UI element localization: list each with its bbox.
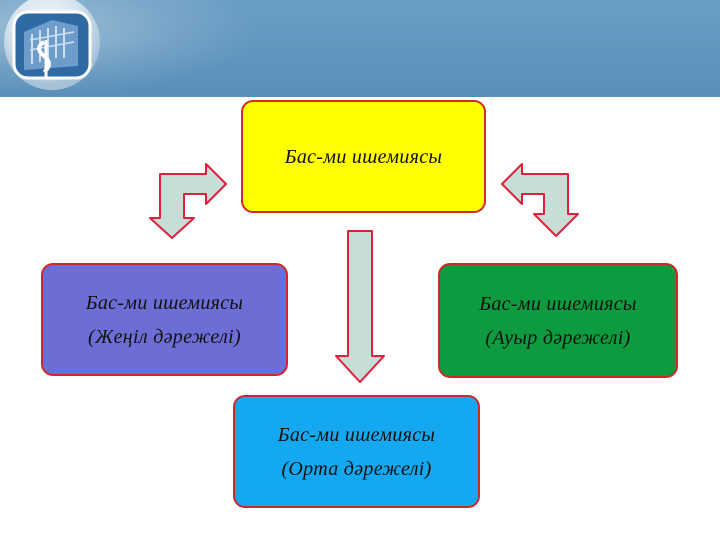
node-top-label: Бас-ми ишемиясы xyxy=(284,145,443,168)
node-right-sublabel: (Ауыр дәрежелі) xyxy=(485,326,631,349)
node-bottom-label: Бас-ми ишемиясы xyxy=(277,423,436,446)
header-bar xyxy=(0,0,720,97)
node-right: Бас-ми ишемиясы (Ауыр дәрежелі) xyxy=(438,263,678,378)
node-left-label: Бас-ми ишемиясы xyxy=(85,291,244,314)
bent-arrow-left-icon xyxy=(149,163,227,239)
bent-arrow-right-icon xyxy=(501,163,579,237)
node-right-label: Бас-ми ишемиясы xyxy=(479,292,637,315)
node-top: Бас-ми ишемиясы xyxy=(241,100,486,213)
node-bottom: Бас-ми ишемиясы (Орта дәрежелі) xyxy=(233,395,480,508)
node-bottom-sublabel: (Орта дәрежелі) xyxy=(281,457,432,480)
medical-logo-icon xyxy=(4,0,100,90)
down-arrow-icon xyxy=(335,230,385,383)
node-left-sublabel: (Жеңіл дәрежелі) xyxy=(88,325,241,348)
node-left: Бас-ми ишемиясы (Жеңіл дәрежелі) xyxy=(41,263,288,376)
